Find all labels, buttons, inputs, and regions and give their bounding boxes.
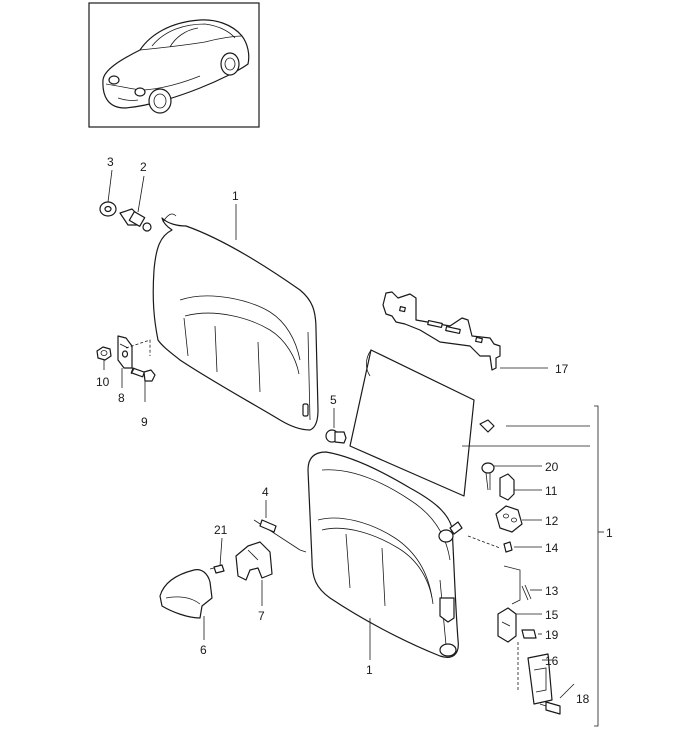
callout-1-bracket: 1 xyxy=(606,526,613,540)
callout-9: 9 xyxy=(141,415,148,429)
part-6-cover xyxy=(159,569,213,619)
callout-11: 11 xyxy=(545,484,558,498)
part-14-clip xyxy=(503,541,513,553)
callout-14: 14 xyxy=(545,541,559,555)
callout-21: 21 xyxy=(214,523,228,537)
part-4-cable xyxy=(253,519,307,553)
part-10-nut xyxy=(96,346,112,361)
part-19-bolt xyxy=(521,629,537,639)
callout-8: 8 xyxy=(118,391,125,405)
part-21-screw xyxy=(209,564,225,574)
part-16-striker xyxy=(527,653,553,705)
part-2-bolt xyxy=(119,208,152,232)
leader-lines xyxy=(103,169,604,727)
back-panel xyxy=(349,349,475,497)
part-11-cap xyxy=(499,473,515,501)
callout-20: 20 xyxy=(545,460,559,474)
callout-3: 3 xyxy=(107,155,114,169)
callout-7: 7 xyxy=(258,609,265,623)
part-13-spring xyxy=(521,584,532,601)
part-3-washer xyxy=(99,201,117,217)
part-clip-top xyxy=(479,419,495,433)
callout-18: 18 xyxy=(576,692,590,706)
part-12-mount xyxy=(495,505,523,533)
callout-labels: 3 2 1 10 8 9 5 17 20 11 12 14 13 15 19 1… xyxy=(96,155,613,706)
hinge-dash-line xyxy=(125,339,151,356)
mount-dash-line xyxy=(467,535,501,549)
callout-12: 12 xyxy=(545,514,559,528)
callout-16: 16 xyxy=(545,654,559,668)
callout-15: 15 xyxy=(545,608,559,622)
part-9-bolt xyxy=(130,367,156,382)
part-20-screw xyxy=(481,462,495,491)
callout-10: 10 xyxy=(96,375,110,389)
callout-1-upper: 1 xyxy=(232,189,239,203)
callout-17: 17 xyxy=(555,362,569,376)
callout-6: 6 xyxy=(200,643,207,657)
part-18-screw xyxy=(539,701,561,715)
callout-5: 5 xyxy=(330,393,337,407)
callout-13: 13 xyxy=(545,584,559,598)
part-5-plug xyxy=(325,429,347,444)
part-7-lever xyxy=(235,541,273,581)
vehicle-thumbnail xyxy=(88,2,260,128)
callout-4: 4 xyxy=(262,485,269,499)
car-icon xyxy=(102,19,250,114)
callout-19: 19 xyxy=(545,628,559,642)
part-17-frame xyxy=(382,291,501,371)
part-1-upper-backrest xyxy=(152,213,319,431)
part-1-lower-backrest xyxy=(307,451,463,658)
part-8-bracket xyxy=(117,335,133,369)
callout-1-lower: 1 xyxy=(366,663,373,677)
part-15-latch xyxy=(497,565,521,643)
callout-2: 2 xyxy=(140,160,147,174)
